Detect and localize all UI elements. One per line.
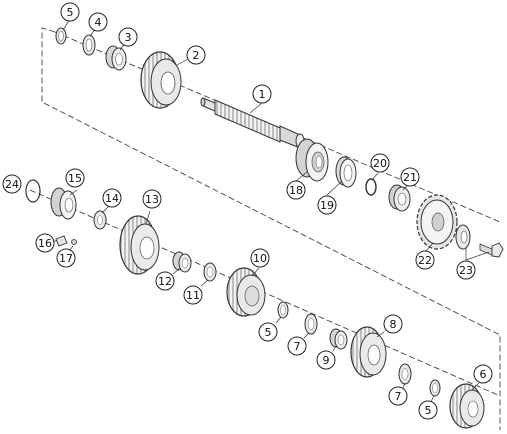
callout-number-p5c: 5: [425, 404, 432, 417]
callout-number-p21: 21: [403, 171, 417, 184]
callout-number-p4: 4: [95, 16, 102, 29]
part-8-gear: [350, 326, 387, 378]
part-19-seal: [335, 156, 357, 188]
callout-circle-p2: [186, 45, 206, 65]
part-23-washer-and-bolt: [455, 224, 504, 258]
callout-number-p1: 1: [259, 88, 266, 101]
callout-number-p20: 20: [373, 157, 387, 170]
part-22-sprocket: [416, 194, 458, 250]
callout-circle-p12: [155, 271, 175, 291]
callout-number-p23: 23: [459, 264, 473, 277]
part-24-ring: [25, 179, 41, 203]
callout-circle-p18: [286, 180, 306, 200]
part-18-bearing: [295, 138, 329, 182]
part-11-washer: [203, 262, 217, 282]
callout-number-p12: 12: [158, 275, 172, 288]
part-1-shaft: [200, 97, 305, 149]
callout-number-p10: 10: [253, 252, 267, 265]
callout-number-p6: 6: [480, 368, 487, 381]
callout-circle-p1: [252, 84, 272, 104]
callout-circle-p11: [183, 285, 203, 305]
part-5-ring-middle: [277, 301, 289, 319]
callout-circle-p13: [142, 189, 162, 209]
callout-number-p19: 19: [320, 199, 334, 212]
callout-number-p11: 11: [186, 289, 200, 302]
part-21-spacer: [388, 184, 411, 212]
callout-number-p22: 22: [418, 254, 432, 267]
part-12-bushing: [172, 251, 192, 273]
callout-number-p15: 15: [68, 172, 82, 185]
callout-circle-p22: [415, 250, 435, 270]
callout-number-p5a: 5: [67, 6, 74, 19]
part-16-screw: [55, 235, 68, 247]
callout-number-p2: 2: [193, 49, 200, 62]
part-5-ring: [55, 27, 67, 45]
callout-circle-p6: [473, 364, 493, 384]
callout-number-p18: 18: [289, 184, 303, 197]
part-7-washer: [304, 313, 318, 335]
callout-circle-p5a: [60, 2, 80, 22]
part-4-washer: [82, 34, 96, 56]
part-6-gear: [449, 383, 485, 429]
part-17-ball: [71, 239, 77, 245]
callout-number-p17: 17: [59, 252, 73, 265]
part-7-washer-second: [398, 363, 412, 385]
callout-circle-p5b: [258, 322, 278, 342]
callout-number-p14: 14: [105, 192, 119, 205]
callout-circle-p17: [56, 248, 76, 268]
callout-circle-p5c: [418, 400, 438, 420]
callout-number-p24: 24: [5, 178, 19, 191]
part-15-bearing: [50, 187, 77, 220]
callout-number-p7b: 7: [395, 390, 402, 403]
part-9-bushing: [329, 328, 348, 350]
part-10-gear: [226, 267, 266, 317]
part-5-ring-lower: [429, 379, 441, 397]
part-3-bushing: [105, 45, 127, 71]
callout-circle-p20: [370, 153, 390, 173]
callout-circle-p14: [102, 188, 122, 208]
callout-circle-p15: [65, 168, 85, 188]
callout-circle-p21: [400, 167, 420, 187]
callout-circle-p23: [456, 260, 476, 280]
callout-circle-p4: [88, 12, 108, 32]
part-2-gear: [140, 51, 182, 109]
callout-circle-p7a: [287, 336, 307, 356]
callout-number-p13: 13: [145, 193, 159, 206]
part-14-washer: [93, 210, 107, 230]
callout-number-p9: 9: [323, 354, 330, 367]
callout-circle-p8: [383, 314, 403, 334]
callout-number-p5b: 5: [265, 326, 272, 339]
callout-circle-p7b: [388, 386, 408, 406]
callout-number-p3: 3: [125, 31, 132, 44]
callout-number-p16: 16: [38, 237, 52, 250]
callout-circle-p10: [250, 248, 270, 268]
callout-circle-p16: [35, 233, 55, 253]
callout-circle-p3: [118, 27, 138, 47]
callout-number-p8: 8: [390, 318, 397, 331]
part-13-gear: [119, 215, 160, 275]
callout-circle-p9: [316, 350, 336, 370]
part-20-oring: [365, 178, 377, 196]
callout-circle-p19: [317, 195, 337, 215]
callout-number-p7a: 7: [294, 340, 301, 353]
callout-circle-p24: [2, 174, 22, 194]
